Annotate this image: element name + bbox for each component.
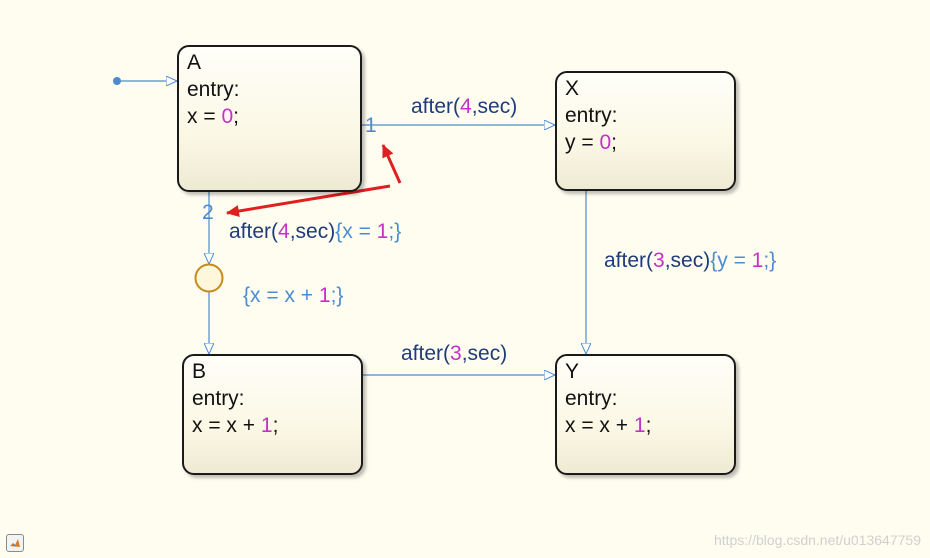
matlab-logo-icon-shape xyxy=(10,539,20,547)
label-x-to-y-sep: ,sec) xyxy=(664,249,711,272)
label-junction-to-b-num: 1 xyxy=(318,284,331,307)
label-a-to-junction-action-num: 1 xyxy=(376,220,389,243)
annotation-arrow-to-priority-1 xyxy=(381,144,402,184)
watermark-text: https://blog.csdn.net/u013647759 xyxy=(713,532,921,548)
state-x-entry-label: entry: xyxy=(565,104,618,127)
state-b-action-tail: ; xyxy=(272,414,279,437)
state-b[interactable]: B entry: x = x + 1; xyxy=(182,354,363,475)
state-x[interactable]: X entry: y = 0; xyxy=(555,71,736,191)
state-y-action-number: 1 xyxy=(633,414,646,437)
state-y-entry-label: entry: xyxy=(565,387,618,410)
label-x-to-y-action: {y = xyxy=(710,249,752,272)
state-y[interactable]: Y entry: x = x + 1; xyxy=(555,354,736,475)
state-y-entry-action: x = x + 1; xyxy=(565,412,734,439)
annotation-arrow-to-priority-2 xyxy=(226,184,391,217)
label-a-to-junction-fn: after( xyxy=(229,220,279,243)
matlab-logo-icon[interactable] xyxy=(6,534,24,552)
priority-a-to-junction: 2 xyxy=(202,201,214,224)
state-a-action-text: x = xyxy=(187,105,222,128)
state-x-action-text: y = xyxy=(565,131,600,154)
label-x-to-y-fn: after( xyxy=(604,249,654,272)
connective-junction-icon[interactable] xyxy=(194,263,224,293)
state-a-name: A xyxy=(187,51,202,74)
state-y-action-text: x = x + xyxy=(565,414,634,437)
label-x-to-y-action-close: ;} xyxy=(763,249,777,272)
state-b-name: B xyxy=(192,360,207,383)
label-a-to-x-sep: ,sec) xyxy=(471,95,518,118)
label-junction-to-b[interactable]: {x = x + 1;} xyxy=(243,284,343,308)
label-a-to-x-fn: after( xyxy=(411,95,461,118)
state-x-name: X xyxy=(565,77,580,100)
state-y-action-tail: ; xyxy=(645,414,652,437)
state-b-entry-action: x = x + 1; xyxy=(192,412,361,439)
label-a-to-junction-action: {x = xyxy=(335,220,377,243)
label-b-to-y-num: 3 xyxy=(450,342,462,365)
state-y-name: Y xyxy=(565,360,580,383)
label-b-to-y-fn: after( xyxy=(401,342,451,365)
state-b-entry-label: entry: xyxy=(192,387,245,410)
state-a[interactable]: A entry: x = 0; xyxy=(177,45,362,192)
state-a-entry-action: x = 0; xyxy=(187,103,360,130)
label-a-to-junction-sep: ,sec) xyxy=(289,220,336,243)
label-a-to-junction[interactable]: after(4,sec){x = 1;} xyxy=(229,220,401,244)
state-x-action-tail: ; xyxy=(611,131,617,154)
label-junction-to-b-action: {x = x + xyxy=(243,284,319,307)
label-a-to-junction-action-close: ;} xyxy=(388,220,402,243)
label-a-to-x-num: 4 xyxy=(460,95,472,118)
state-b-action-number: 1 xyxy=(260,414,273,437)
state-a-entry-label: entry: xyxy=(187,78,240,101)
state-x-action-number: 0 xyxy=(599,131,612,154)
label-a-to-junction-num: 4 xyxy=(278,220,290,243)
state-b-action-text: x = x + xyxy=(192,414,261,437)
label-b-to-y-sep: ,sec) xyxy=(461,342,508,365)
priority-a-to-x: 1 xyxy=(365,114,377,137)
state-a-action-tail: ; xyxy=(233,105,239,128)
label-b-to-y[interactable]: after(3,sec) xyxy=(401,342,507,366)
label-x-to-y[interactable]: after(3,sec){y = 1;} xyxy=(604,249,776,273)
state-x-entry-action: y = 0; xyxy=(565,129,734,156)
state-a-action-number: 0 xyxy=(221,105,234,128)
label-x-to-y-num: 3 xyxy=(653,249,665,272)
label-x-to-y-action-num: 1 xyxy=(751,249,764,272)
label-a-to-x[interactable]: after(4,sec) xyxy=(411,95,517,119)
label-junction-to-b-close: ;} xyxy=(330,284,344,307)
